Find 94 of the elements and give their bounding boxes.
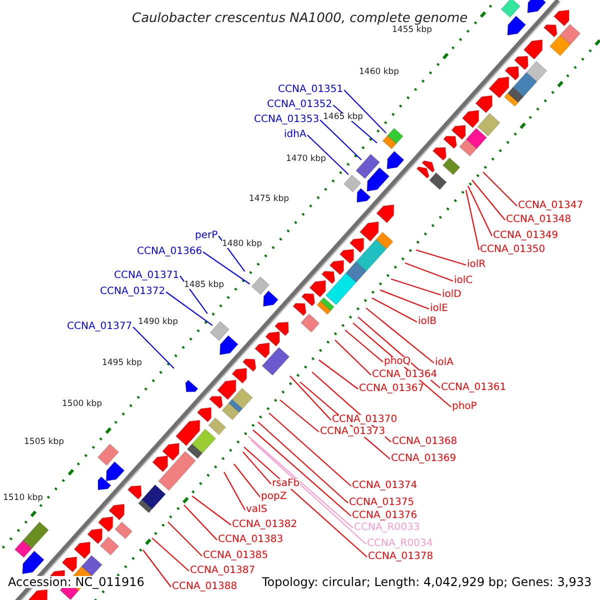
- gene-label: CCNA_01378: [368, 552, 434, 562]
- tick-label: 1495 kbp: [102, 358, 142, 367]
- title: Caulobacter crescentus NA1000, complete genome: [132, 12, 468, 24]
- leader-line: [416, 249, 466, 266]
- gene-label: CCNA_01373: [320, 427, 386, 437]
- gene-label: iolB: [418, 317, 437, 327]
- gene-label: CCNA_01369: [391, 454, 456, 464]
- leader-line: [142, 550, 172, 588]
- leader-line: [252, 430, 352, 516]
- gene-label: CCNA_R0033: [354, 523, 420, 533]
- leader-line: [472, 180, 506, 220]
- gene-label: CCNA_01368: [392, 437, 458, 447]
- gene-label: iolE: [430, 304, 448, 314]
- leader-line: [152, 538, 190, 572]
- tick-label: 1470 kbp: [286, 154, 326, 163]
- gene-label: CCNA_01364: [372, 370, 438, 380]
- gene-label: CCNA_01385: [203, 551, 268, 561]
- gene-label: phoP: [452, 402, 477, 412]
- tick-label: 1480 kbp: [222, 240, 262, 248]
- leader-line: [465, 190, 480, 250]
- gene-label: CCNA_01351: [278, 85, 344, 95]
- leader-line: [318, 360, 358, 390]
- gene-label: CCNA_01376: [352, 511, 418, 521]
- footer-text: Topology: circular; Length: 4,042,929 bp; Genes: 3,933: [262, 576, 592, 588]
- gene-label: iolA: [435, 358, 454, 368]
- leader-line: [242, 452, 272, 484]
- leader-line: [258, 422, 348, 504]
- gene-label: CCNA_01387: [190, 566, 256, 576]
- gene-label: CCNA_01367: [359, 384, 424, 394]
- leader-line: [250, 440, 366, 544]
- gene-label: iolC: [454, 276, 473, 286]
- gene-label: CCNA_01347: [518, 201, 584, 211]
- leader-line: [404, 262, 454, 282]
- leader-line: [248, 436, 354, 528]
- leader-line: [320, 120, 362, 160]
- gene-label: CCNA_01372: [100, 287, 166, 297]
- leader-line: [234, 464, 260, 498]
- leader-line: [344, 330, 384, 362]
- gene-label: perP: [195, 231, 218, 241]
- leader-line: [344, 90, 386, 134]
- leader-line: [380, 289, 430, 310]
- leader-line: [334, 340, 372, 376]
- leader-line: [180, 276, 208, 314]
- footer-text: Accession: NC_011916: [8, 576, 144, 588]
- leader-line: [132, 326, 174, 369]
- gene-label: CCNA_01349: [493, 231, 558, 241]
- gene-label: iolD: [442, 290, 462, 300]
- leader-line: [468, 186, 492, 236]
- gene-label: CCNA_01366: [137, 247, 202, 257]
- gene-label: CCNA_01375: [349, 498, 414, 508]
- leader-line: [390, 278, 442, 296]
- gene-label: rsaFb: [272, 479, 300, 489]
- gene-label: CCNA_01374: [352, 481, 418, 491]
- tick-label: 1460 kbp: [359, 68, 400, 76]
- gene-label: CCNA_01382: [232, 520, 298, 530]
- gene-label: iolR: [467, 260, 486, 270]
- gene-label: CCNA_01383: [218, 535, 284, 545]
- gene-label: CCNA_01370: [332, 415, 398, 425]
- leader-line: [306, 134, 349, 175]
- gene-label: phoQ: [384, 357, 411, 367]
- tick-label: 1485 kbp: [184, 280, 224, 289]
- gene-label: idhA: [284, 130, 306, 140]
- leader-line: [166, 292, 213, 326]
- leader-line: [280, 400, 320, 432]
- gene-label: CCNA_01388: [172, 582, 238, 592]
- gene-label: CCNA_01350: [480, 245, 546, 255]
- gene-label: popZ: [261, 492, 287, 502]
- gene-label: CCNA_01353: [254, 115, 320, 125]
- leader-line: [290, 376, 332, 420]
- tick-label: 1505 kbp: [24, 438, 64, 446]
- tick-label: 1465 kbp: [323, 112, 364, 121]
- gene-label: CCNA_01371: [114, 271, 180, 281]
- leader-line: [202, 252, 250, 284]
- tick-label: 1490 kbp: [138, 318, 178, 326]
- gene-label: valS: [246, 505, 268, 515]
- gene-label: CCNA_01361: [441, 383, 506, 393]
- gene-label: CCNA_R0034: [367, 539, 433, 549]
- tick-label: 1455 kbp: [392, 26, 432, 34]
- tick-label: 1475 kbp: [249, 194, 290, 203]
- leader-line: [482, 172, 518, 206]
- tick-label: 1510 kbp: [3, 494, 44, 502]
- leader-line: [372, 298, 418, 322]
- leader-line: [218, 236, 246, 272]
- tick-label: 1500 kbp: [62, 400, 102, 408]
- gene-label: CCNA_01348: [506, 215, 572, 225]
- leader-line: [184, 504, 218, 540]
- gene-label: CCNA_01352: [267, 100, 332, 110]
- leader-line: [366, 308, 434, 364]
- leader-line: [244, 446, 368, 558]
- leader-line: [168, 522, 202, 556]
- leader-line: [192, 496, 232, 526]
- leader-line: [224, 472, 246, 510]
- leader-line: [268, 412, 352, 486]
- gene-label: CCNA_01377: [67, 322, 132, 332]
